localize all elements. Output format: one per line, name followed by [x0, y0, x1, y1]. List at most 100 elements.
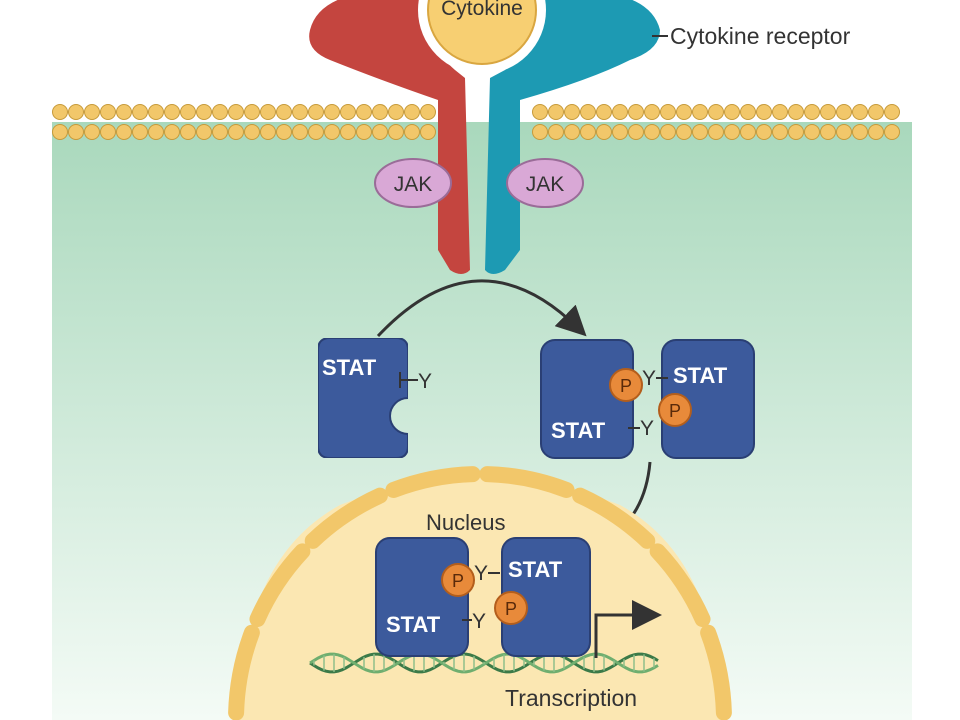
cell-membrane: [52, 104, 900, 140]
cytokine-label: Cytokine: [441, 0, 523, 20]
jak-right-label: JAK: [526, 173, 565, 196]
lipid-head: [772, 104, 788, 120]
lipid-head: [228, 104, 244, 120]
lipid-head: [772, 124, 788, 140]
lipid-head: [852, 104, 868, 120]
lipid-head: [740, 104, 756, 120]
lipid-head: [324, 104, 340, 120]
stat-monomer: STAT Y: [318, 338, 432, 458]
lipid-head: [708, 124, 724, 140]
stat-label: STAT: [673, 363, 728, 388]
lipid-head: [260, 104, 276, 120]
nucleus-label: Nucleus: [426, 510, 505, 535]
lipid-head: [68, 104, 84, 120]
lipid-head: [180, 104, 196, 120]
lipid-head: [372, 124, 388, 140]
stat-label: STAT: [551, 418, 606, 443]
lipid-head: [612, 104, 628, 120]
lipid-head: [644, 124, 660, 140]
nuclear-envelope-segment: [572, 487, 656, 549]
lipid-head: [292, 104, 308, 120]
activation-arrow: [376, 279, 587, 338]
lipid-head: [196, 104, 212, 120]
nuclear-envelope-segment: [479, 466, 575, 499]
lipid-head: [388, 124, 404, 140]
lipid-head: [644, 104, 660, 120]
lipid-head: [788, 104, 804, 120]
lipid-head: [228, 124, 244, 140]
lipid-head: [420, 104, 436, 120]
tyrosine-label: Y: [418, 370, 432, 393]
lipid-head: [660, 104, 676, 120]
nuclear-envelope-segment: [649, 543, 711, 628]
lipid-head: [708, 104, 724, 120]
lipid-head: [308, 104, 324, 120]
lipid-head: [148, 124, 164, 140]
stat-label: STAT: [386, 612, 441, 637]
tyrosine-label: Y: [474, 562, 488, 585]
lipid-head: [532, 104, 548, 120]
nuclear-envelope-segment: [304, 487, 388, 549]
lipid-head: [196, 124, 212, 140]
lipid-head: [564, 104, 580, 120]
lipid-head: [52, 104, 68, 120]
lipid-head: [612, 124, 628, 140]
lipid-head: [100, 124, 116, 140]
lipid-head: [580, 124, 596, 140]
jak-right: JAK: [506, 158, 584, 208]
lipid-head: [308, 124, 324, 140]
lipid-head: [692, 124, 708, 140]
lipid-head: [116, 124, 132, 140]
lipid-head: [356, 124, 372, 140]
lipid-head: [148, 104, 164, 120]
lipid-head: [580, 104, 596, 120]
lipid-head: [868, 104, 884, 120]
lipid-head: [836, 124, 852, 140]
lipid-head: [676, 124, 692, 140]
lipid-head: [788, 124, 804, 140]
stat-dimer-cytoplasm: P P Y STAT STAT Y: [540, 339, 755, 459]
lipid-head: [852, 124, 868, 140]
lipid-head: [68, 124, 84, 140]
lipid-head: [628, 104, 644, 120]
lipid-head: [164, 124, 180, 140]
lipid-head: [676, 104, 692, 120]
lipid-head: [276, 124, 292, 140]
lipid-head: [84, 104, 100, 120]
cytokine-receptor: [309, 0, 660, 274]
dna-helix: [309, 652, 659, 674]
lipid-head: [52, 124, 68, 140]
lipid-head: [212, 104, 228, 120]
phosphate-label: P: [620, 376, 632, 396]
phosphate-icon: [441, 563, 475, 597]
cytokine-receptor-label: Cytokine receptor: [670, 23, 851, 49]
jak-left: JAK: [374, 158, 452, 208]
stat-label: STAT: [508, 557, 563, 582]
lipid-head: [260, 124, 276, 140]
lipid-head: [532, 124, 548, 140]
dna-strand: [309, 652, 659, 674]
lipid-head: [884, 124, 900, 140]
lipid-head: [212, 124, 228, 140]
lipid-head: [724, 124, 740, 140]
lipid-head: [324, 124, 340, 140]
tyrosine-label: Y: [642, 367, 656, 390]
nuclear-envelope-segment: [700, 624, 732, 720]
phosphate-icon: [609, 368, 643, 402]
lipid-head: [804, 104, 820, 120]
lipid-head: [276, 104, 292, 120]
lipid-head: [564, 124, 580, 140]
transcription-label: Transcription: [505, 685, 637, 711]
lipid-head: [372, 104, 388, 120]
lipid-head: [868, 124, 884, 140]
lipid-head: [116, 104, 132, 120]
lipid-head: [292, 124, 308, 140]
lipid-head: [756, 124, 772, 140]
lipid-head: [740, 124, 756, 140]
nuclear-envelope-segment: [385, 466, 481, 499]
phosphate-label: P: [669, 401, 681, 421]
lipid-head: [884, 104, 900, 120]
lipid-head: [596, 124, 612, 140]
tyrosine-label: Y: [640, 417, 654, 440]
